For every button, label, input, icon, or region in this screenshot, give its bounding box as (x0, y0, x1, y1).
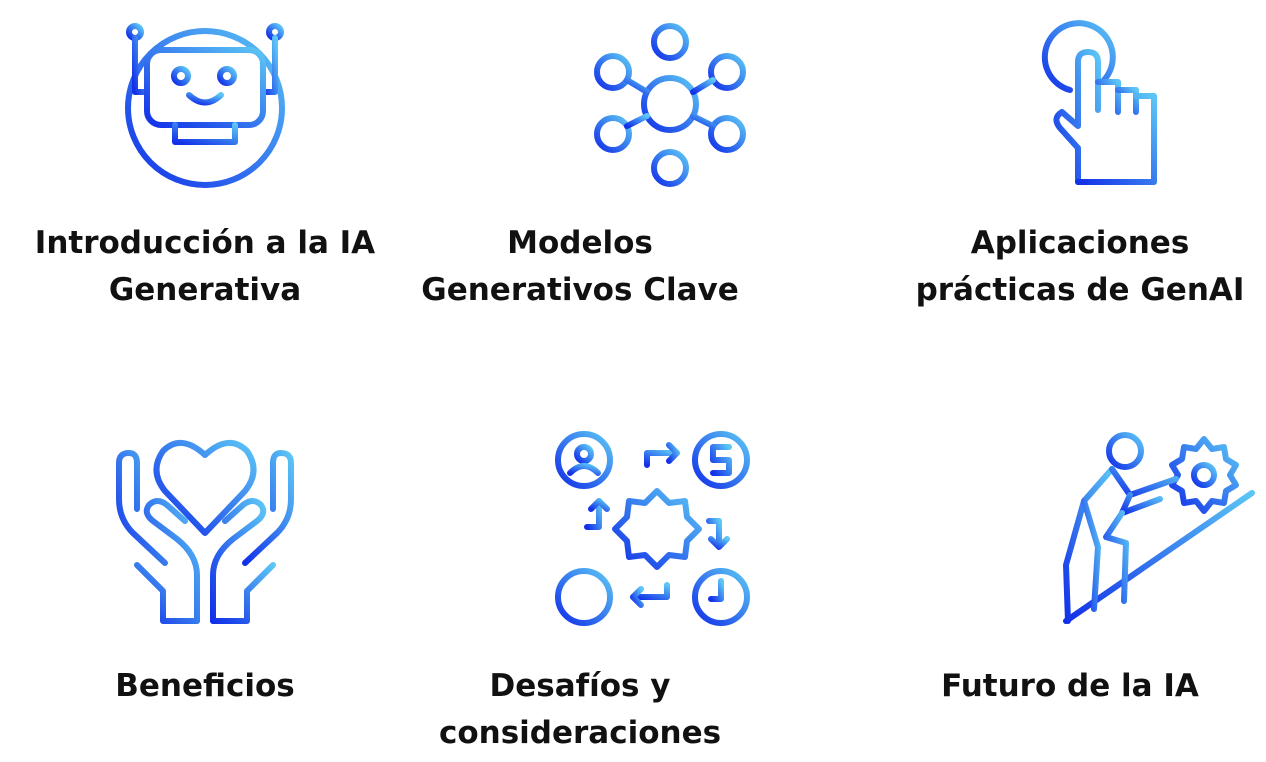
topic-card-beneficios: Beneficios (25, 425, 385, 704)
topic-card-desafios: Desafíos y consideraciones (439, 425, 837, 751)
heart-hands-icon (116, 440, 294, 624)
touch-hand-icon (1041, 20, 1157, 185)
topic-title: Futuro de la IA (941, 668, 1199, 704)
topic-title: Introducción a la IA Generativa (34, 225, 376, 308)
robot-icon (125, 23, 285, 188)
topic-title: Desafíos y consideraciones (438, 668, 722, 751)
climbing-gear-icon (1063, 432, 1255, 624)
topic-card-modelos: Modelos Generativos Clave (421, 20, 850, 308)
topic-title: Beneficios (115, 668, 295, 704)
challenges-cycle-icon (555, 431, 750, 626)
network-icon (594, 23, 746, 187)
topic-card-futuro: Futuro de la IA (900, 425, 1260, 704)
topic-title: Aplicaciones prácticas de GenAI (915, 225, 1245, 308)
topic-card-introduccion: Introducción a la IA Generativa (25, 20, 385, 308)
topic-title: Modelos Generativos Clave (421, 225, 739, 308)
topic-card-aplicaciones: Aplicaciones prácticas de GenAI (910, 20, 1266, 308)
